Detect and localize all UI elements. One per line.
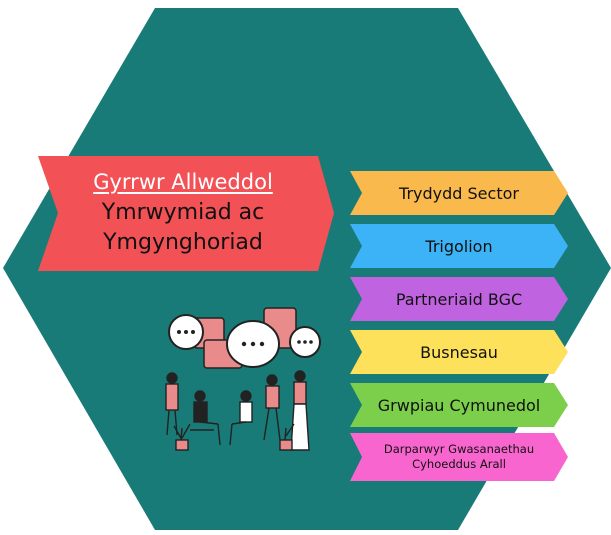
key-driver-line-1: Ymrwymiad ac: [101, 199, 265, 225]
tag-label: Darparwyr Gwasanaethau Cyhoeddus Arall: [383, 442, 535, 471]
tag-other-public-services: Darparwyr Gwasanaethau Cyhoeddus Arall: [350, 433, 568, 481]
tag-label: Trydydd Sector: [399, 183, 519, 203]
tag-psb-partners: Partneriaid BGC: [350, 277, 568, 321]
key-driver-text: Gyrrwr Allweddol Ymrwymiad ac Ymgynghori…: [38, 156, 328, 271]
people-figures: [165, 370, 310, 451]
tag-third-sector: Trydydd Sector: [350, 171, 568, 215]
tag-label: Partneriaid BGC: [395, 289, 523, 309]
key-driver-line-2: Ymgynghoriad: [103, 229, 263, 255]
people-conversation-icon: [165, 307, 321, 451]
tag-label: Grwpiau Cymunedol: [377, 395, 541, 415]
tag-label: Trigolion: [425, 236, 493, 256]
key-driver-title: Gyrrwr Allweddol: [93, 169, 273, 194]
tag-label: Busnesau: [420, 342, 498, 362]
tag-residents: Trigolion: [350, 224, 568, 268]
tag-community-groups: Grwpiau Cymunedol: [350, 383, 568, 427]
tag-businesses: Busnesau: [350, 330, 568, 374]
key-driver-banner: [38, 156, 334, 271]
speech-bubbles: [168, 307, 321, 369]
